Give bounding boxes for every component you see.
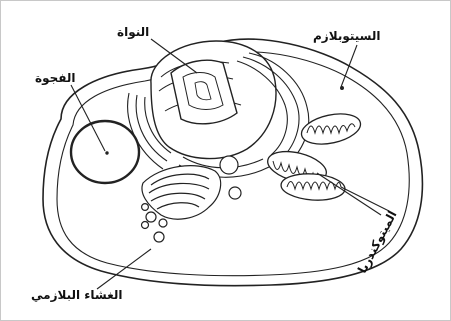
vacuole-label: الفجوة xyxy=(35,71,76,85)
plasma-membrane-label: الغشاء البلازمي xyxy=(31,288,123,302)
vacuole-leader xyxy=(71,85,105,151)
cytoplasm-label: السيتوبلازم xyxy=(313,29,380,43)
membrane-leader xyxy=(97,249,151,289)
vacuole xyxy=(71,121,139,183)
golgi-body xyxy=(142,166,221,227)
cytoplasm-dot xyxy=(341,87,343,89)
mitochondria-leader-2 xyxy=(341,187,389,211)
nucleus-label: النواة xyxy=(117,25,149,39)
mitochondrion-lower xyxy=(280,172,346,202)
nucleus xyxy=(151,41,276,159)
cytoplasm-leader xyxy=(341,45,357,87)
